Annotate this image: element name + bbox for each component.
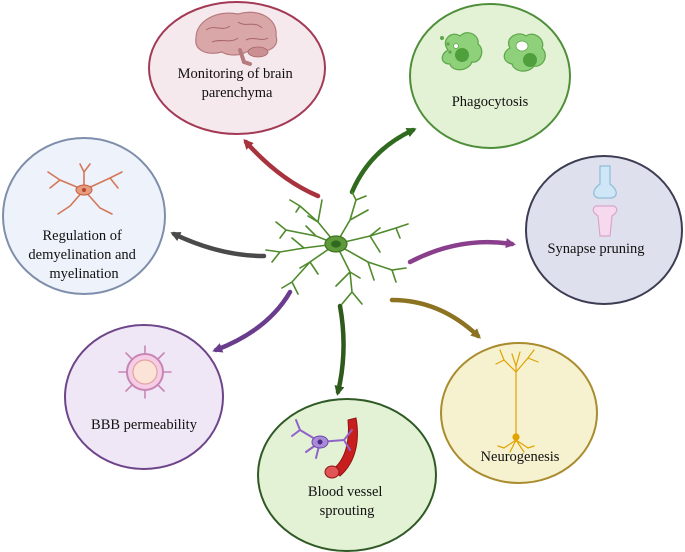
neuron-icon	[495, 349, 539, 453]
node-blood-circle	[257, 398, 437, 552]
node-phagocytosis-circle	[409, 3, 571, 149]
node-neurogenesis: Neurogenesis	[440, 342, 598, 484]
brain-icon	[195, 11, 278, 66]
node-phagocytosis: Phagocytosis	[409, 3, 571, 149]
arrow-to-blood	[334, 303, 346, 396]
oligodendrocyte-icon	[47, 163, 123, 215]
microglia-icon	[265, 191, 409, 305]
node-bbb-label: BBB permeability	[91, 417, 198, 433]
node-synapse: Synapse pruning	[525, 155, 683, 305]
synapse-icon	[592, 165, 618, 237]
arrow-to-phagocytosis	[349, 127, 417, 195]
arrow-to-myelin	[170, 231, 267, 259]
node-monitoring-circle	[148, 1, 326, 135]
node-monitoring-label: Monitoring of brain parenchyma	[178, 66, 297, 101]
bbb-vessel-icon	[118, 345, 172, 399]
node-bbb: BBB permeability	[64, 324, 224, 470]
node-myelin-label: Regulation of demyelination and myelinat…	[28, 228, 139, 282]
node-phagocytosis-label: Phagocytosis	[452, 94, 529, 110]
blood-vessel-icon	[291, 417, 358, 479]
arrow-to-neurogenesis	[389, 297, 481, 339]
node-myelin: Regulation of demyelination and myelinat…	[2, 137, 166, 295]
phagocyte-cells-icon	[440, 32, 546, 72]
arrow-to-bbb	[212, 289, 293, 353]
node-blood: Blood vessel sprouting	[257, 398, 437, 552]
node-synapse-label: Synapse pruning	[547, 241, 644, 257]
node-neurogenesis-label: Neurogenesis	[481, 449, 560, 465]
node-neurogenesis-circle	[440, 342, 598, 484]
node-bbb-circle	[64, 324, 224, 470]
node-blood-label: Blood vessel sprouting	[308, 484, 386, 519]
node-monitoring: Monitoring of brain parenchyma	[148, 1, 326, 135]
arrows	[170, 127, 516, 396]
arrow-to-monitoring	[243, 139, 321, 199]
node-myelin-circle	[2, 137, 166, 295]
arrow-to-synapse	[407, 238, 516, 265]
